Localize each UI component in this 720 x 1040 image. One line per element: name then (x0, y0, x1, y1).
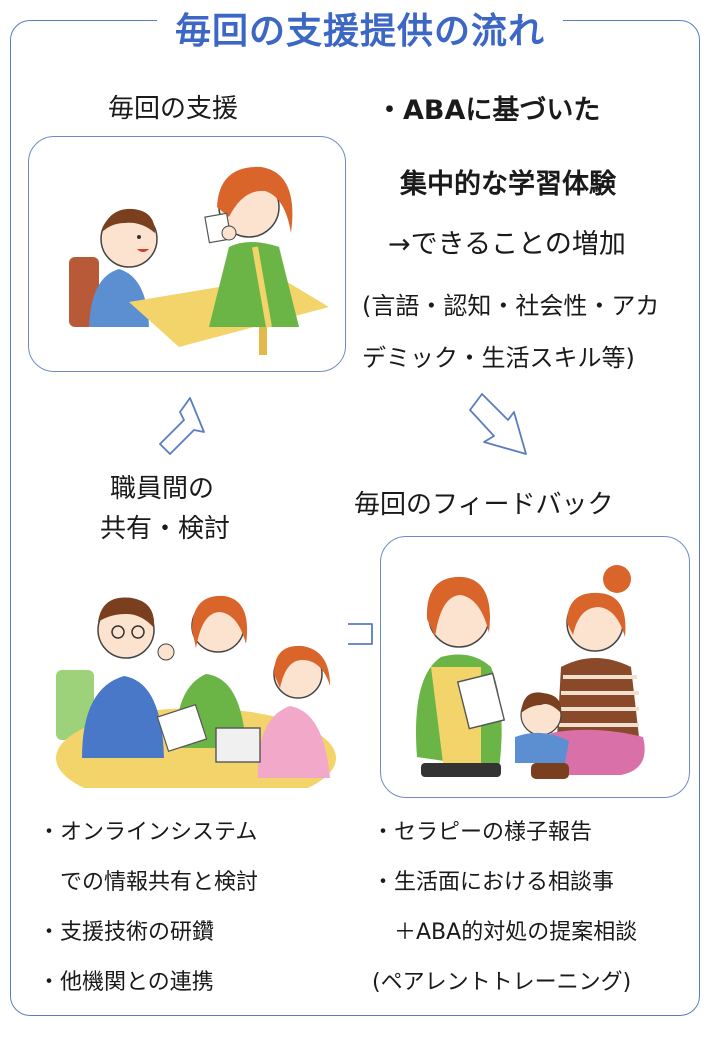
feedback-item: ・セラピーの様子報告 (372, 820, 593, 845)
support-illustration-panel (28, 136, 346, 372)
support-point-5: デミック・生活スキル等) (362, 344, 635, 372)
support-heading: 毎回の支援 (108, 94, 239, 124)
staff-list: ・オンラインシステム での情報共有と検討 ・支援技術の研鑽 ・他機関との連携 (38, 808, 258, 1008)
feedback-list: ・セラピーの様子報告 ・生活面における相談事 ＋ABA的対処の提案相談 (ペアレ… (372, 808, 637, 1008)
support-point-3: →できることの増加 (388, 229, 626, 260)
staff-item: ・支援技術の研鑽 (38, 920, 215, 945)
feedback-item: ＋ABA的対処の提案相談 (372, 920, 638, 945)
arrow-to-feedback-icon (468, 388, 538, 460)
feedback-item: (ペアレントトレーニング) (372, 970, 632, 995)
feedback-illustration-panel (380, 536, 690, 798)
feedback-heading: 毎回のフィードバック (354, 490, 614, 520)
staff-item: での情報共有と検討 (38, 870, 259, 895)
staff-heading-line2: 共有・検討 (100, 514, 231, 544)
support-point-4: (言語・認知・社会性・アカ (362, 292, 660, 320)
staff-heading-line1: 職員間の (110, 474, 215, 504)
therapy-session-illustration (69, 166, 329, 355)
support-point-1: ・ABAに基づいた (376, 95, 601, 126)
staff-item: ・他機関との連携 (38, 970, 214, 995)
arrow-to-support-icon (140, 392, 210, 462)
staff-illustration (46, 578, 348, 788)
page-title: 毎回の支援提供の流れ (156, 2, 563, 54)
parent-feedback-illustration (416, 565, 645, 779)
support-point-2: 集中的な学習体験 (400, 169, 616, 200)
feedback-item: ・生活面における相談事 (372, 870, 615, 895)
staff-item: ・オンラインシステム (38, 820, 258, 845)
